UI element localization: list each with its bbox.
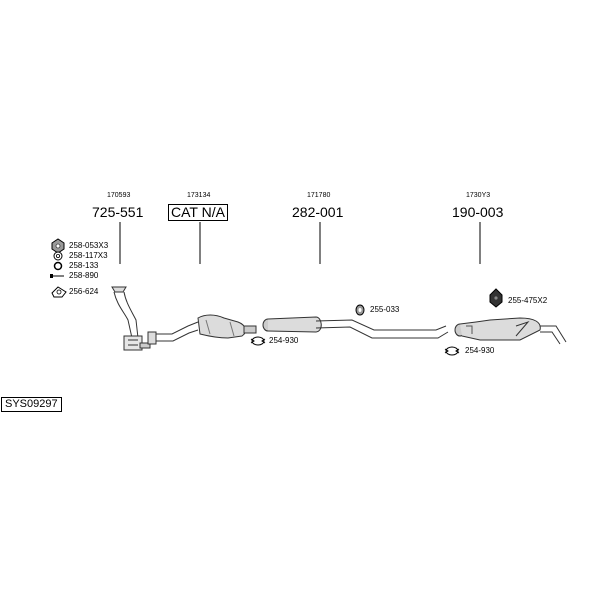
nut-label[interactable]: 258-053X3 [69,241,109,250]
group-3-ref: 171780 [307,192,331,199]
group-1-ref: 170593 [107,192,131,199]
bolt-label[interactable]: 258-890 [69,271,99,280]
group-3-part-number[interactable]: 282-001 [292,204,344,220]
clamp-icon [444,346,460,356]
system-code: SYS09297 [1,397,62,412]
clamp-rear-label[interactable]: 254-930 [465,346,495,355]
rubber-mount-label[interactable]: 255-475X2 [508,296,548,305]
middle-muffler [262,316,449,339]
catalytic-converter [147,314,257,345]
clamp-front-label[interactable]: 254-930 [269,336,299,345]
hanger-icon [355,304,365,316]
rear-muffler [454,317,567,345]
washer-label[interactable]: 258-117X3 [69,251,108,260]
hanger-label[interactable]: 255-033 [370,305,400,314]
ring-label[interactable]: 258-133 [69,261,99,270]
group-2-part-number[interactable]: CAT N/A [168,204,228,221]
nut-icon [51,238,65,254]
gasket-label[interactable]: 256-624 [69,287,99,296]
group-4-part-number[interactable]: 190-003 [452,204,504,220]
group-2-ref: 173134 [187,192,211,199]
washer-icon [53,251,63,261]
group-1-part-number[interactable]: 725-551 [92,204,144,220]
leader-lines [119,222,481,264]
front-pipe [111,286,151,351]
group-4-ref: 1730Y3 [466,192,491,199]
gasket-icon [51,286,67,298]
bolt-icon [50,274,64,278]
clamp-icon [250,336,266,346]
rubber-mount-icon [489,288,503,308]
ring-icon [53,261,63,271]
